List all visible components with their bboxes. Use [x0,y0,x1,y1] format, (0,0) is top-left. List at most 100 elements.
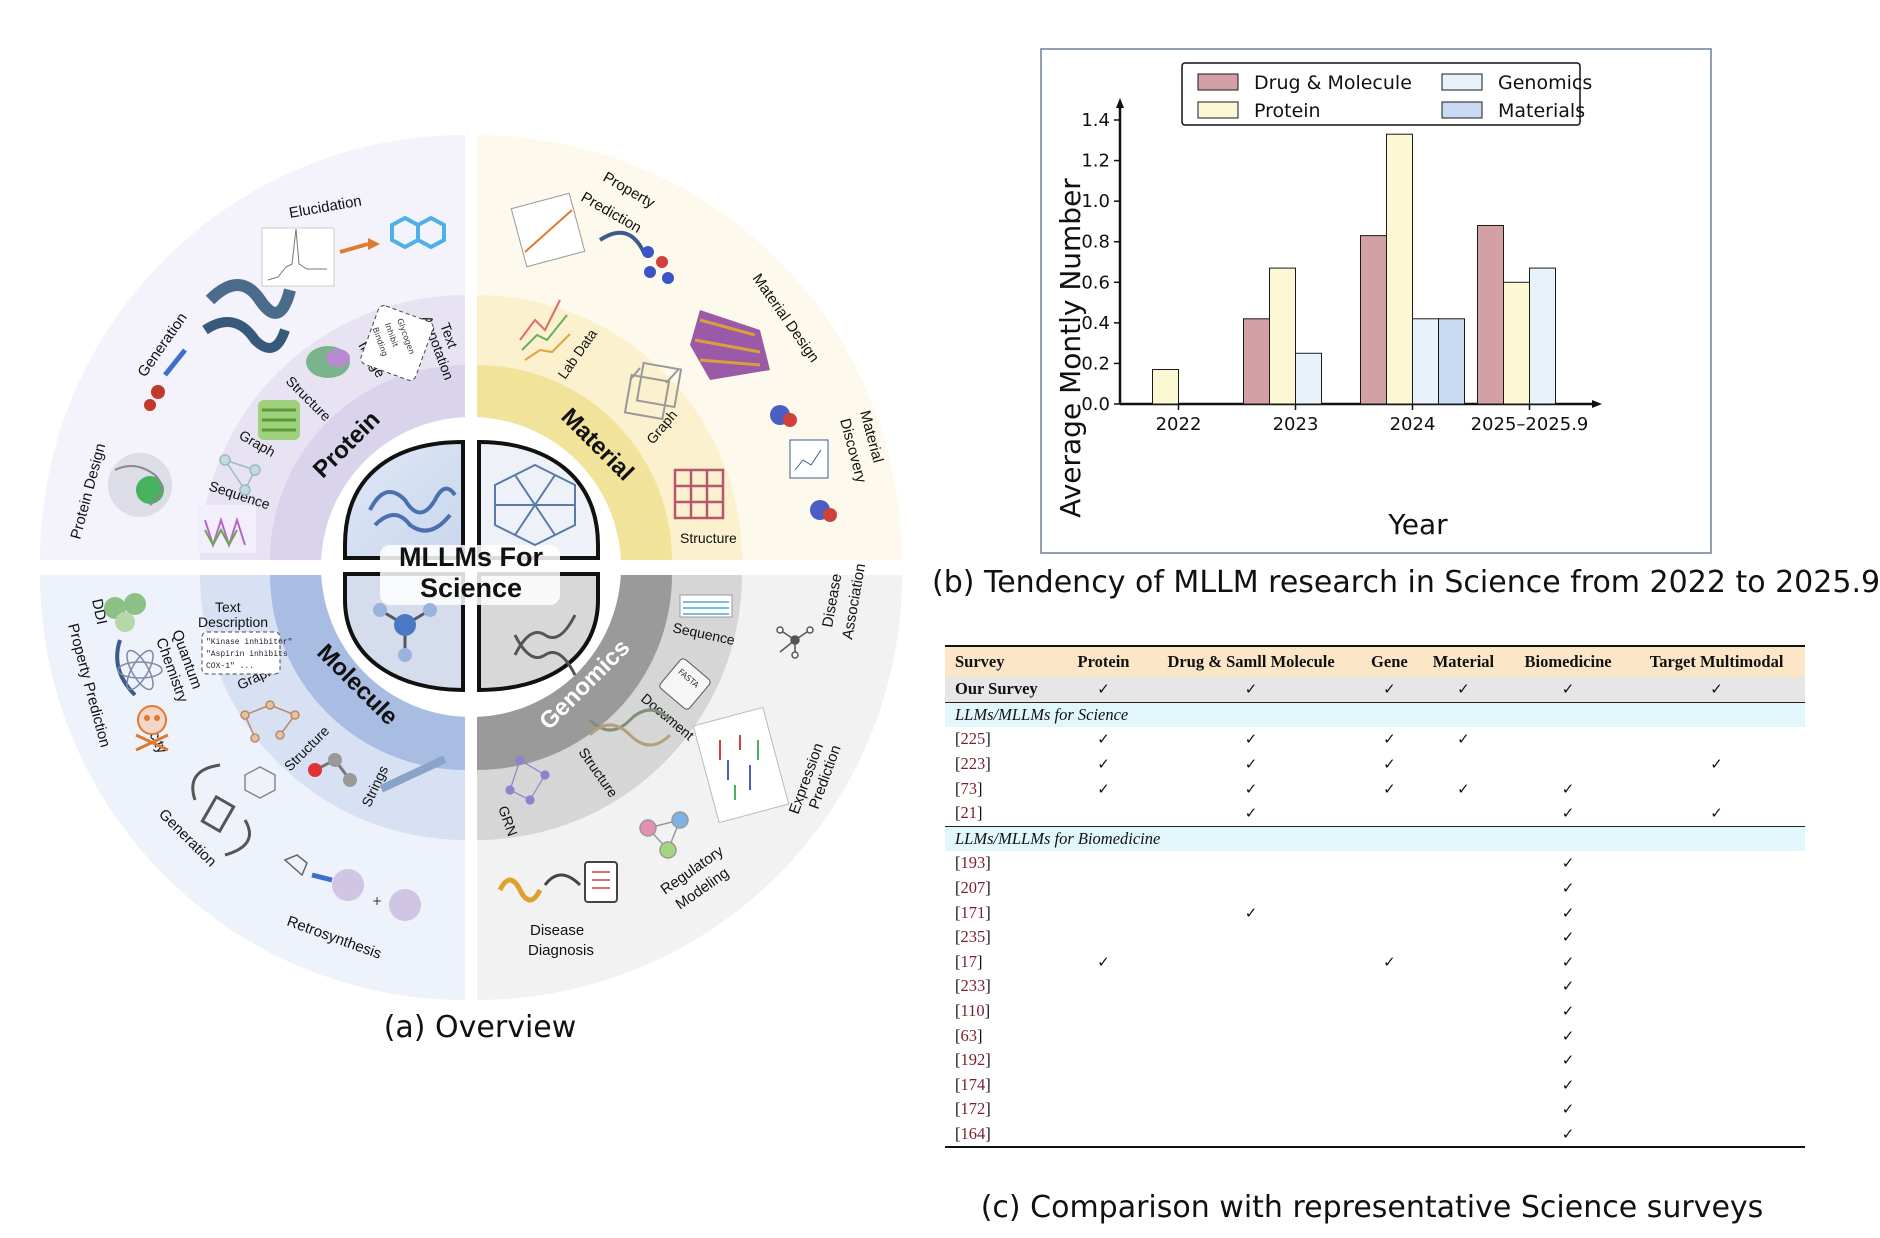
reference-cell[interactable]: [63] [955,1025,983,1045]
check-cell [1628,925,1805,950]
reference-cell[interactable]: [225] [955,729,991,749]
check-cell [1065,851,1143,876]
y-tick-label: 0.8 [1081,232,1110,253]
table-row: [235]✓ [945,925,1805,950]
reference-cell[interactable]: [164] [945,1121,1065,1149]
y-tick-label: 1.2 [1081,151,1110,172]
check-cell: ✓ [1457,779,1470,798]
check-cell [1508,752,1628,777]
reference-cell[interactable]: [172] [955,1099,991,1119]
check-cell: ✓ [1383,952,1396,971]
check-cell: ✓ [1561,779,1575,798]
x-tick-label: 2024 [1390,414,1436,435]
bar [1295,352,1322,405]
check-cell: ✓ [1561,804,1575,823]
material-discovery-icon [770,405,837,522]
legend-swatch [1441,101,1483,119]
reference-link[interactable]: 171 [960,902,986,922]
reference-link[interactable]: 207 [960,878,986,898]
reference-link[interactable]: 225 [960,729,986,749]
check-cell [1360,851,1419,876]
protein-structure-icon [258,400,300,440]
reference-cell[interactable]: [207] [955,878,991,898]
molecule-graph-icon [240,700,300,743]
reference-cell[interactable]: [233] [955,976,991,996]
reference-link[interactable]: 110 [960,1001,985,1021]
reference-cell[interactable]: [171] [955,902,991,922]
protein-generation-icon [144,279,296,411]
x-tick-label: 2025–2025.9 [1471,414,1589,435]
y-tick-label: 1.0 [1081,191,1110,212]
grn-network-icon [505,755,550,805]
check-cell: ✓ [1561,952,1575,971]
check-cell [1418,1121,1508,1149]
check-cell [1419,851,1508,876]
overview-figure: MLLMs For Science Protein Material Molec… [40,135,902,1000]
reference-link[interactable]: 235 [960,927,986,947]
check-cell: ✓ [1383,779,1396,798]
header-column: Target Multimodal [1628,646,1805,677]
genomics-sequence-icon [679,594,733,618]
molecule-structure-icon [308,753,357,787]
protein-graph-icon [219,454,261,496]
reference-cell[interactable]: [223] [955,754,991,774]
check-cell [1065,1048,1143,1073]
text-annotation-icon: Glycogen Inhibit Binding [360,305,434,381]
reference-link[interactable]: 223 [960,754,986,774]
disease-diagnosis-icon [497,861,618,903]
center-title-line2: Science [420,573,522,603]
table-row-our-survey: Our Survey✓✓✓✓✓✓ [945,677,1805,703]
reference-link[interactable]: 164 [960,1123,986,1143]
reference-link[interactable]: 172 [960,1099,986,1119]
check-cell [1628,974,1805,999]
molecule-generation-icon [191,763,276,857]
check-cell [1142,1023,1360,1048]
check-cell [1359,1121,1419,1149]
protein-center-icon [368,486,457,533]
check-cell: ✓ [1507,1121,1629,1149]
table-row: [192] ✓ [945,1048,1805,1073]
reference-link[interactable]: 21 [960,803,978,823]
check-cell: ✓ [1628,677,1805,703]
reference-cell[interactable]: [235] [955,927,991,947]
check-cell [1360,999,1419,1024]
check-cell [1508,727,1628,752]
expression-plot-icon [692,706,790,824]
text-description-icon: "Kinase inhibitor" "Aspirin inhibits COX… [201,631,292,675]
reference-link[interactable]: 192 [960,1050,986,1070]
check-cell [1628,876,1805,901]
reference-link[interactable]: 73 [960,778,978,798]
reference-cell[interactable]: [21] [955,803,983,823]
check-cell: ✓ [1097,952,1110,971]
reference-cell[interactable]: [73] [955,778,983,798]
check-cell: ✓ [1561,903,1575,922]
protein-design-icon [108,453,172,517]
table-row: [225]✓✓✓✓ [945,727,1805,752]
reference-link[interactable]: 174 [960,1074,986,1094]
check-cell: ✓ [1710,755,1723,774]
check-cell: ✓ [1561,1051,1575,1070]
reference-link[interactable]: 17 [960,951,978,971]
table-row: [171]✓✓ [945,900,1805,925]
reference-cell[interactable]: [17] [955,951,983,971]
reference-link[interactable]: 63 [960,1025,978,1045]
y-tick-label: 0.4 [1081,313,1110,334]
reference-link[interactable]: 193 [960,853,986,873]
check-cell [1142,950,1360,975]
genomics-structure-icon [588,708,672,747]
dna-center-icon [513,614,577,676]
check-cell [1360,876,1419,901]
check-cell [1419,1097,1508,1122]
reference-link[interactable]: 233 [960,976,986,996]
reference-cell[interactable]: [110] [955,1001,991,1021]
material-modality-structure: Structure [680,530,737,546]
check-cell [1360,1023,1419,1048]
bar [1412,318,1439,405]
table-row: [172]✓ [945,1097,1805,1122]
reference-cell[interactable]: [174] [955,1074,991,1094]
bar [1503,281,1530,405]
reference-cell[interactable]: [193] [955,853,991,873]
check-cell: ✓ [1418,677,1508,703]
reference-cell[interactable]: [192] [955,1050,991,1070]
